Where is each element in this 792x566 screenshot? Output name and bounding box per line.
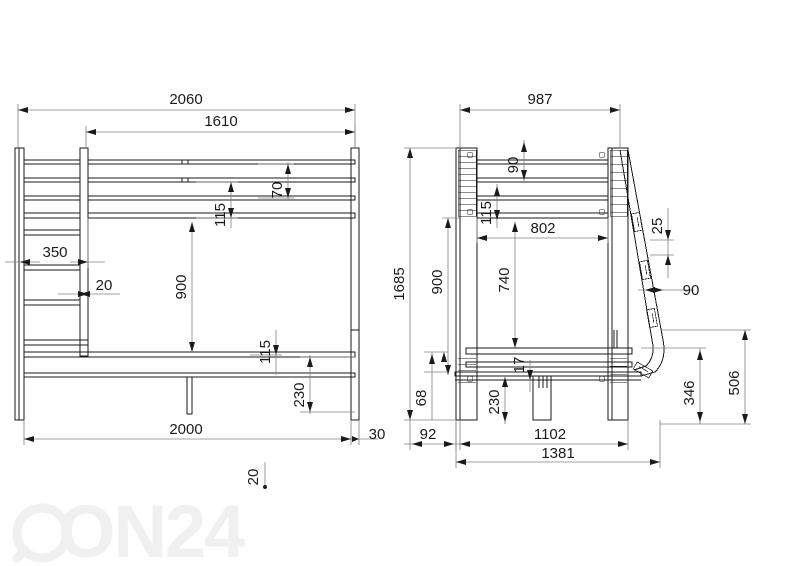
label-802: 802 [530,220,555,237]
label-92: 92 [420,426,437,443]
dim-20 [58,291,120,297]
label-740: 740 [496,267,513,292]
end-left-post-fittings-top [457,149,477,217]
dim-900-front [189,222,195,352]
label-20-rung: 20 [96,277,113,294]
end-center-support-leg [532,375,552,421]
label-2060: 2060 [169,91,202,108]
watermark-on24: ON24 [12,490,247,566]
dim-900-end [442,217,460,375]
label-115-end: 115 [478,201,495,225]
end-dimension-labels: 987 1685 900 90 115 802 740 25 90 68 230… [391,91,743,462]
dim-115-upper [196,181,238,228]
front-rail-dividers [181,160,189,182]
end-left-post [455,147,478,421]
label-1102: 1102 [534,426,566,443]
dim-230-end [502,375,508,424]
front-upper-guard-rails [87,159,356,219]
dim-506 [660,329,751,425]
label-900-front: 900 [173,274,190,299]
label-17: 17 [511,357,528,374]
label-20-slat: 20 [245,469,262,486]
front-dimensions [5,104,378,489]
dim-2000 [23,420,352,445]
dim-70 [258,162,294,200]
dim-17 [527,360,533,392]
dim-20-leader [263,462,267,489]
label-506: 506 [726,370,743,395]
dim-346 [641,347,706,424]
dim-740 [512,222,518,348]
label-70: 70 [269,182,286,199]
end-upper-leg-hint [613,330,618,348]
label-1381: 1381 [541,445,574,462]
front-ladder-rungs [23,159,89,346]
label-1685: 1685 [391,267,408,300]
dim-1610 [85,126,356,148]
end-upper-guard-rails [476,159,609,219]
dim-115-lower [250,330,282,375]
dim-68 [424,351,448,420]
label-68: 68 [413,390,430,407]
end-dimensions [404,104,751,468]
front-center-support-leg [186,376,193,415]
dim-25 [650,208,674,278]
dim-802 [476,218,609,243]
label-900-end: 900 [429,269,446,294]
dim-1381 [455,420,661,468]
label-115-upper: 115 [212,203,229,227]
front-left-post [14,147,25,421]
label-230-end: 230 [486,389,503,414]
end-slanted-ladder [619,149,665,377]
label-25: 25 [649,218,666,235]
dim-350 [5,218,105,268]
dim-90-top [521,140,527,182]
label-346: 346 [681,380,698,405]
end-right-post-fittings-top [598,149,628,217]
label-350: 350 [42,244,67,261]
dim-30 [351,420,378,445]
label-230-front: 230 [291,382,308,407]
label-987: 987 [527,91,552,108]
dim-1102 [459,420,629,450]
end-right-post [607,147,629,421]
dim-230 [300,355,355,414]
end-ladder-rungs [631,212,658,379]
label-1610: 1610 [204,113,237,130]
label-2000: 2000 [169,421,202,438]
label-90-top: 90 [505,157,522,174]
dim-115-end [494,184,500,228]
label-115-lower: 115 [257,340,274,364]
dim-987 [459,104,621,148]
dim-1685 [404,147,456,421]
end-elevation-view [454,147,665,421]
label-30: 30 [369,426,386,443]
label-90-right: 90 [683,282,700,299]
watermark-text: ON24 [58,490,245,566]
dim-90-right [638,287,694,293]
front-dimension-labels: 2060 1610 350 20 900 115 70 115 230 2000… [42,91,385,485]
